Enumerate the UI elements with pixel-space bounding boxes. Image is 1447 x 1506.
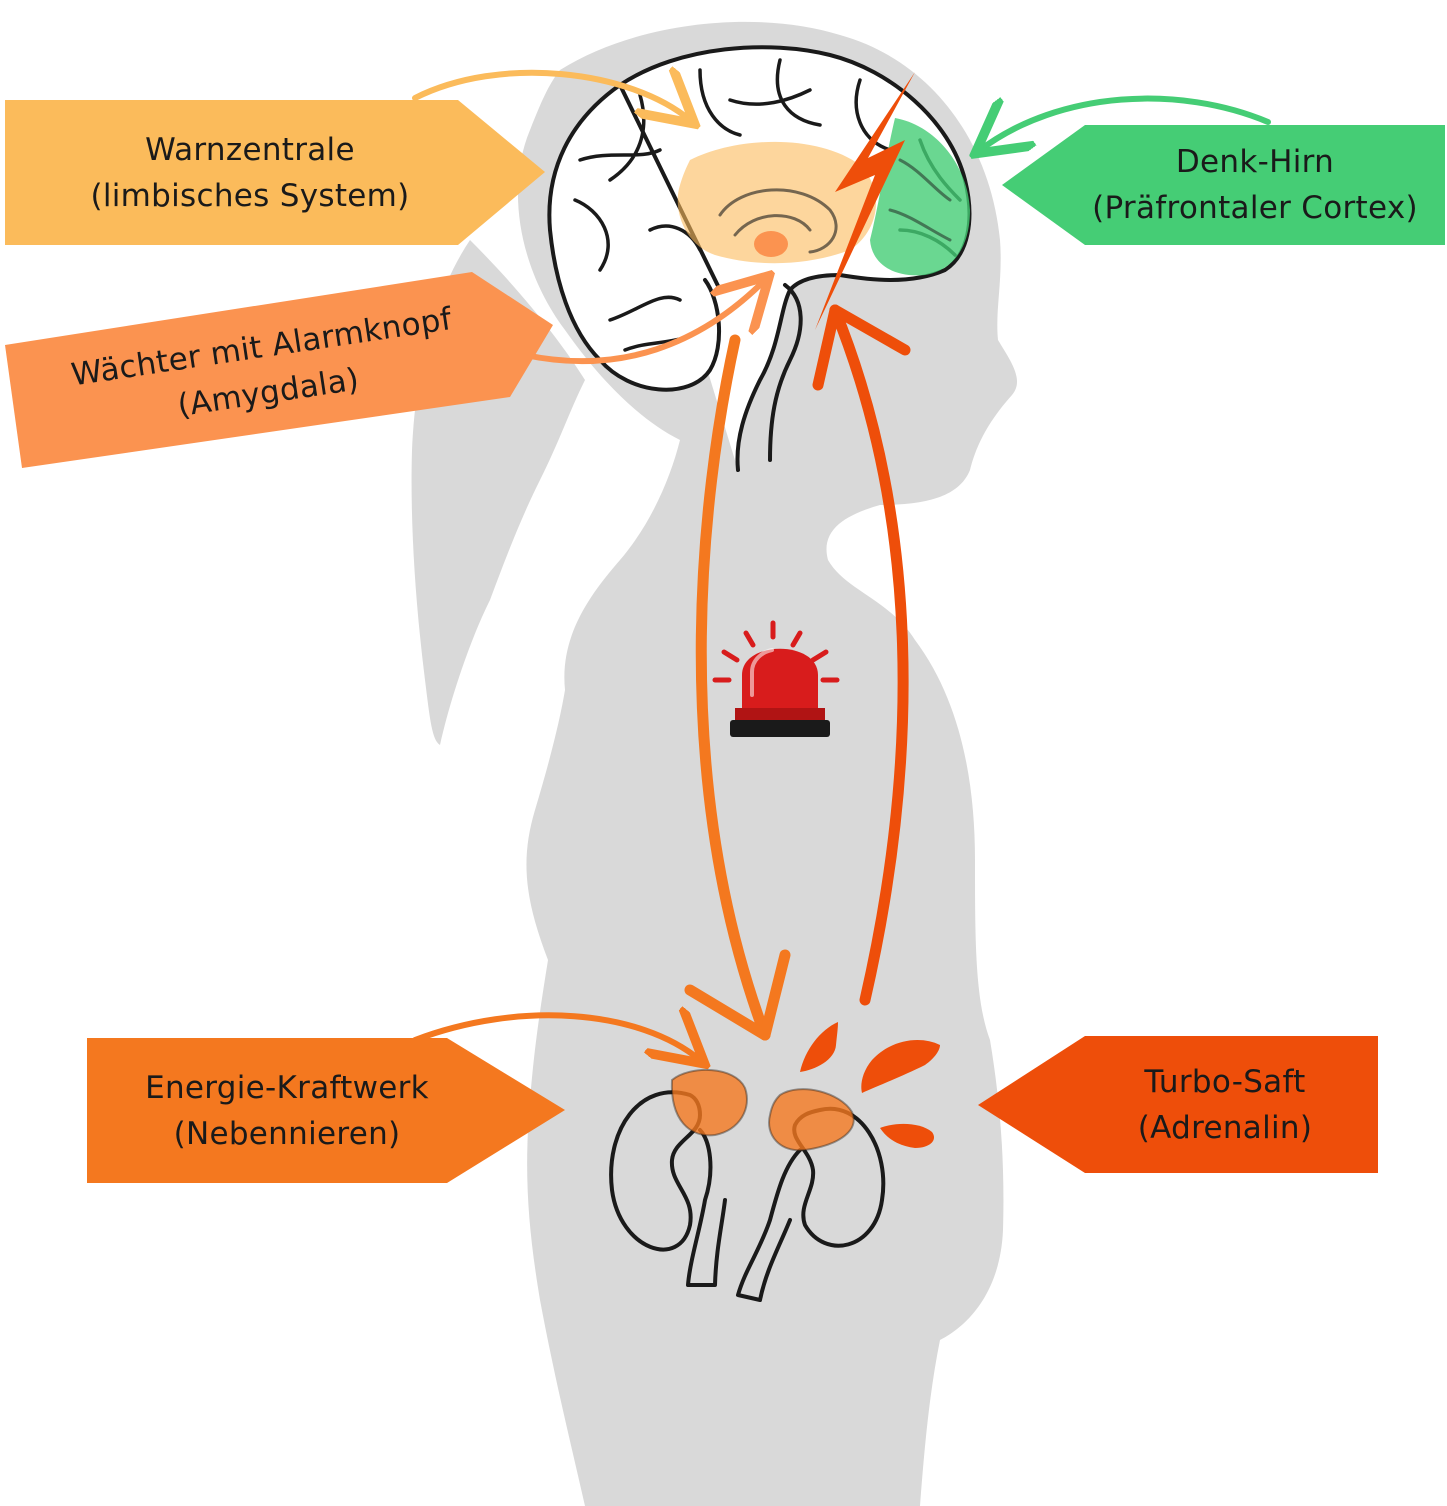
prefrontal-cortex-label: Denk-Hirn (Präfrontaler Cortex) [1070,125,1440,245]
adrenaline-label-line2: (Adrenalin) [1138,1105,1312,1151]
limbic-label-line1: Warnzentrale [145,127,355,173]
adrenal-glands-label: Energie-Kraftwerk (Nebennieren) [87,1038,487,1183]
limbic-label-line2: (limbisches System) [90,173,409,219]
cortex-label-line2: (Präfrontaler Cortex) [1092,185,1418,231]
adrenal-label-line1: Energie-Kraftwerk [145,1065,429,1111]
cortex-label-line1: Denk-Hirn [1176,139,1334,185]
adrenaline-label-line1: Turbo-Saft [1144,1059,1305,1105]
limbic-system-label: Warnzentrale (limbisches System) [10,100,490,245]
amygdala-highlight [754,231,788,257]
adrenaline-label: Turbo-Saft (Adrenalin) [1075,1036,1375,1173]
adrenal-label-line2: (Nebennieren) [174,1111,401,1157]
